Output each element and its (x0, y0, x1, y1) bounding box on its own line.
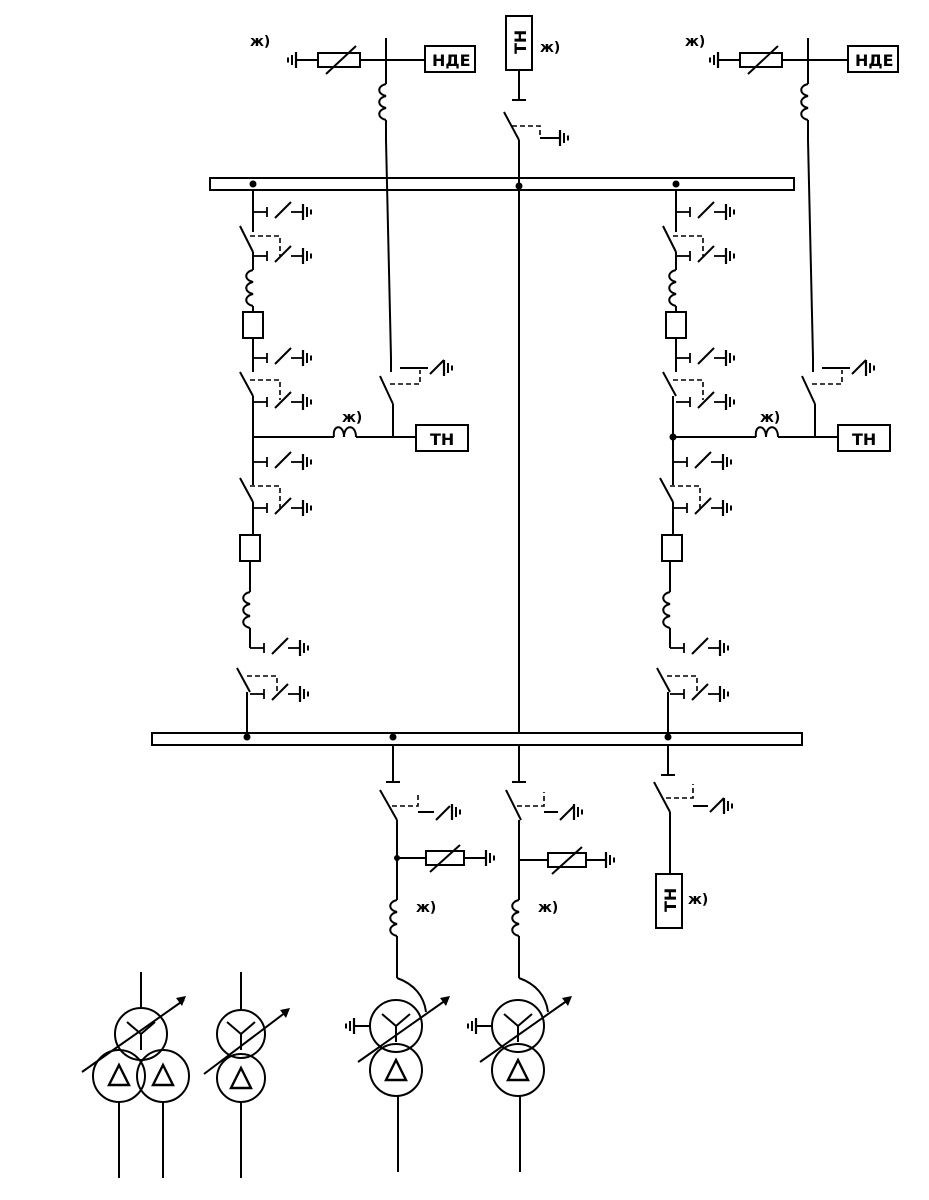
vt-label: ТН (661, 888, 680, 912)
power-transformer-three-winding (81, 972, 190, 1178)
power-transformer-feeder-2 (466, 977, 572, 1172)
surge-device-box (847, 45, 899, 73)
top-center-voltage-transformer: ТН ж) (503, 15, 570, 733)
transformer-feeder-1: ж) (379, 745, 496, 978)
upper-busbar (209, 177, 795, 191)
vt-label: ТН (511, 30, 530, 54)
vt-box-left (415, 424, 469, 452)
right-bay-column: ж) ТН (656, 190, 891, 733)
bottom-right-voltage-transformer: ТН ж) (653, 745, 734, 929)
note-mark: ж) (760, 410, 780, 426)
note-mark: ж) (416, 900, 436, 916)
vt-box-right (837, 424, 891, 452)
top-right-line-entry: ж) НДЕ (685, 34, 899, 359)
power-transformer-two-winding-1 (203, 972, 290, 1178)
note-mark: ж) (685, 34, 705, 50)
transformer-feeder-2: ж) (505, 745, 616, 978)
power-transformer-feeder-1 (344, 977, 450, 1172)
lower-busbar (151, 732, 803, 746)
note-mark: ж) (538, 900, 558, 916)
vt-label: ТН (852, 430, 876, 449)
surge-device-box (424, 45, 476, 73)
note-mark: ж) (250, 34, 270, 50)
left-bay-column: ж) ТН (236, 190, 469, 733)
top-left-line-entry: ж) НДЕ (250, 34, 476, 359)
vt-label: ТН (430, 430, 454, 449)
surge-device-label: НДЕ (855, 51, 894, 70)
surge-device-label: НДЕ (432, 51, 471, 70)
note-mark: ж) (342, 410, 362, 426)
note-mark: ж) (688, 892, 708, 908)
note-mark: ж) (540, 40, 560, 56)
